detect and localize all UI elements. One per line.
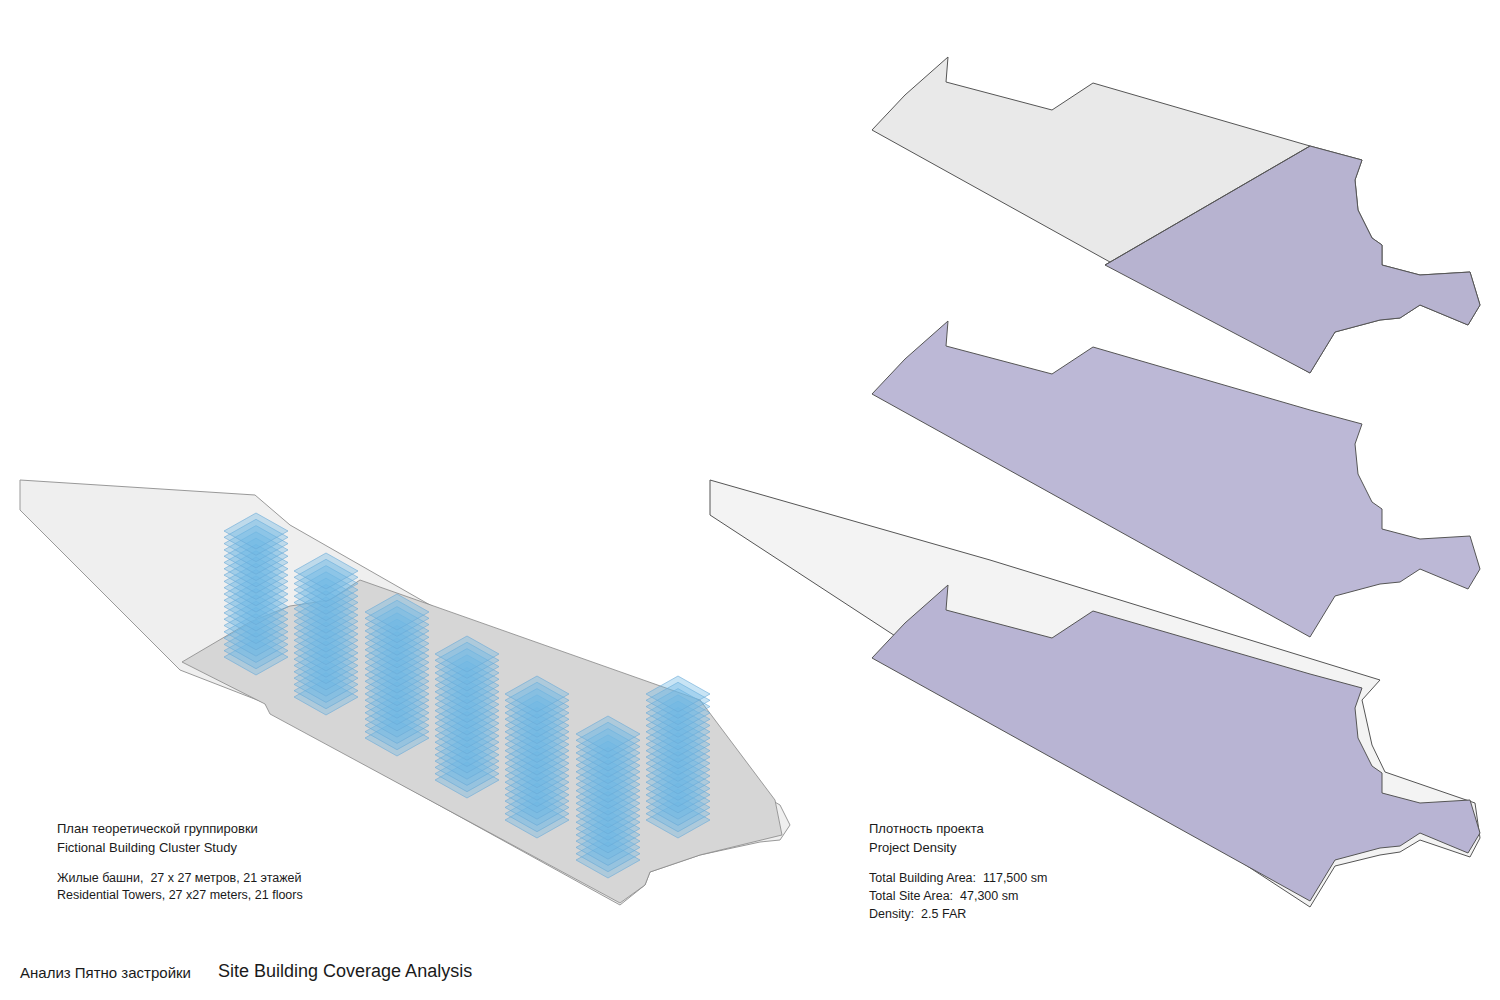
label-text: Total Site Area: 47,300 sm — [869, 889, 1018, 904]
tower — [435, 636, 499, 798]
tower — [224, 513, 288, 675]
tower — [365, 594, 429, 756]
floor-plate — [224, 513, 288, 549]
label-text: Density: 2.5 FAR — [869, 907, 966, 922]
site-partial — [872, 57, 1480, 373]
label-text: План теоретической группировки — [57, 821, 258, 837]
cluster-site — [20, 480, 790, 905]
tower — [294, 553, 358, 715]
floor-plate — [576, 716, 640, 752]
tower — [646, 676, 710, 838]
label-text: Total Building Area: 117,500 sm — [869, 871, 1047, 886]
tower-group — [224, 513, 710, 878]
floor-plate — [505, 676, 569, 712]
site-boundary — [710, 480, 1480, 907]
label-text: Анализ Пятно застройки — [20, 964, 191, 982]
title-text: Site Building Coverage Analysis — [218, 961, 472, 983]
label-text: Жилые башни, 27 x 27 метров, 21 этажей — [57, 871, 302, 886]
tower — [505, 676, 569, 838]
floor-plate — [365, 594, 429, 630]
label-text: Residential Towers, 27 x27 meters, 21 fl… — [57, 888, 303, 903]
floor-plate — [435, 636, 499, 672]
floor-plate — [294, 553, 358, 589]
label-text: Project Density — [869, 840, 956, 856]
tower — [576, 716, 640, 878]
floor-plate — [646, 676, 710, 712]
label-text: Fictional Building Cluster Study — [57, 840, 237, 856]
label-text: Плотность проекта — [869, 821, 984, 837]
